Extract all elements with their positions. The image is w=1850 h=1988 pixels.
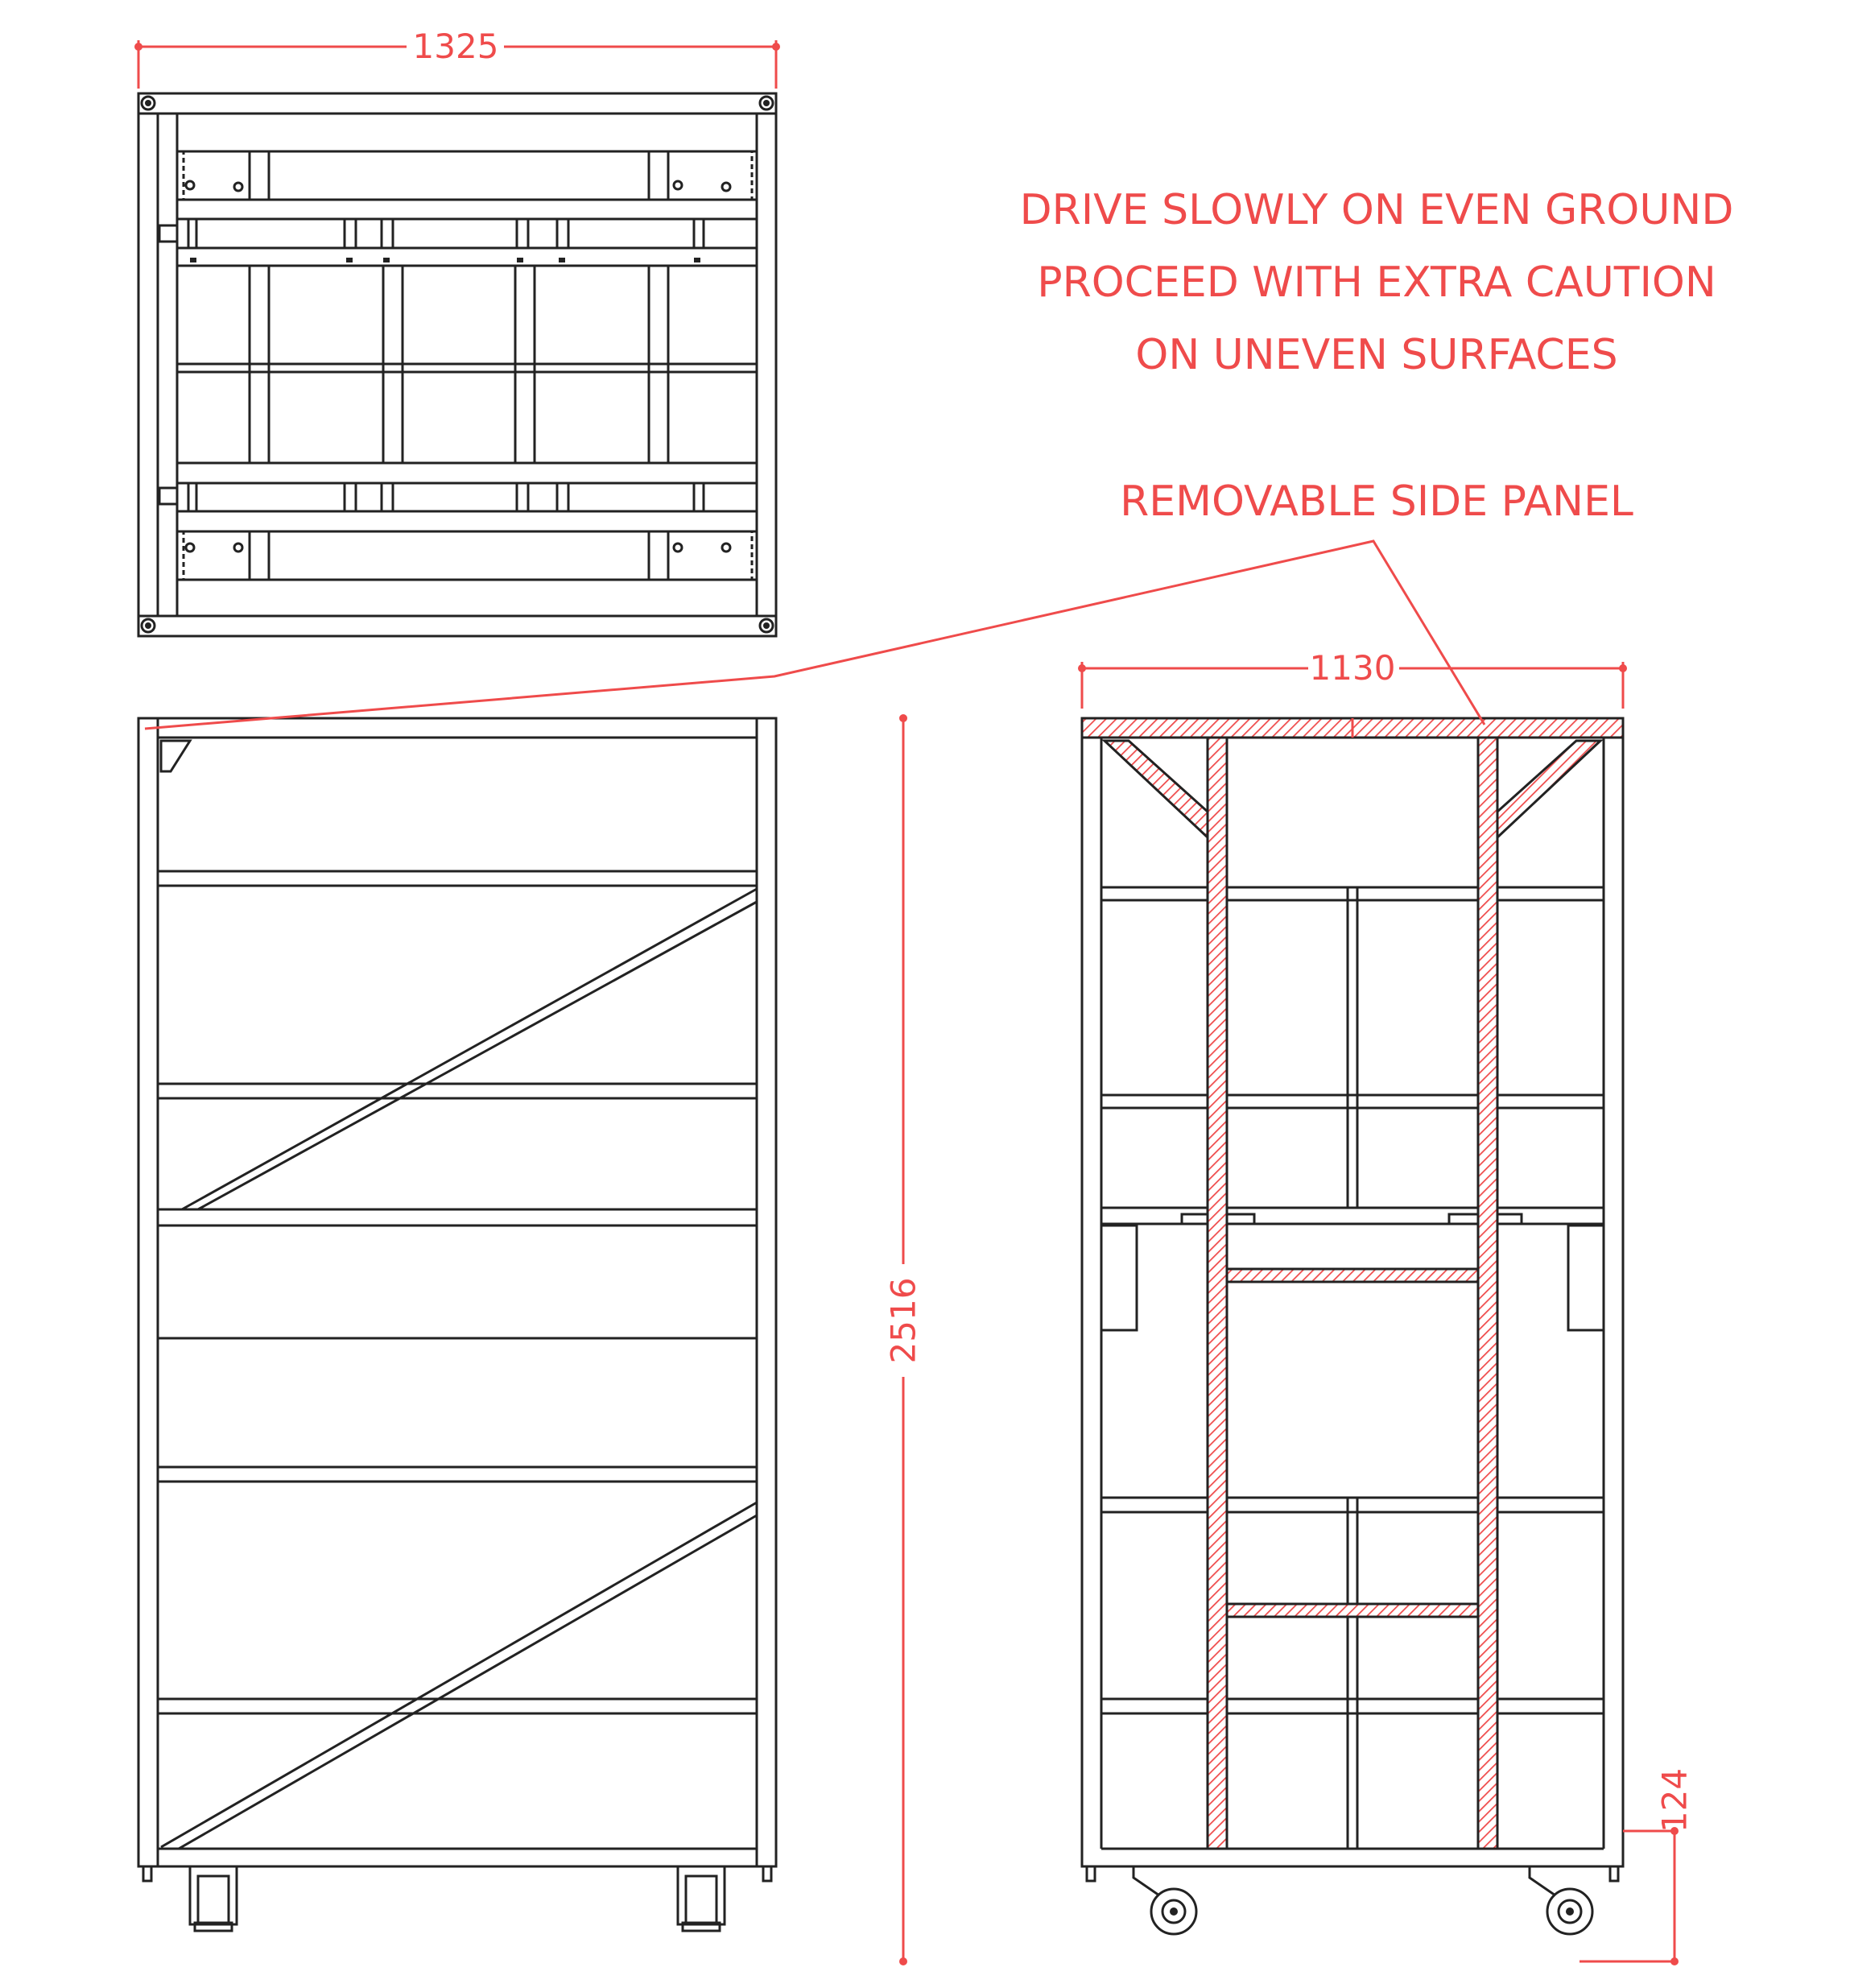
front-view — [1080, 717, 1625, 1936]
removable-side-panel — [1080, 717, 1625, 1850]
dim-height: 2516 — [884, 1278, 923, 1364]
dimension-lines — [137, 40, 1678, 1963]
dim-ground-clearance: 124 — [1655, 1768, 1695, 1833]
top-view — [137, 92, 778, 638]
note-line-3: ON UNEVEN SURFACES — [1135, 331, 1617, 379]
callout-label: REMOVABLE SIDE PANEL — [1120, 477, 1633, 526]
side-view — [137, 717, 778, 1932]
note-line-1: DRIVE SLOWLY ON EVEN GROUND — [1020, 186, 1734, 234]
dim-front-width: 1130 — [1310, 648, 1396, 688]
note-line-2: PROCEED WITH EXTRA CAUTION — [1037, 258, 1716, 307]
dim-top-width: 1325 — [413, 27, 499, 66]
